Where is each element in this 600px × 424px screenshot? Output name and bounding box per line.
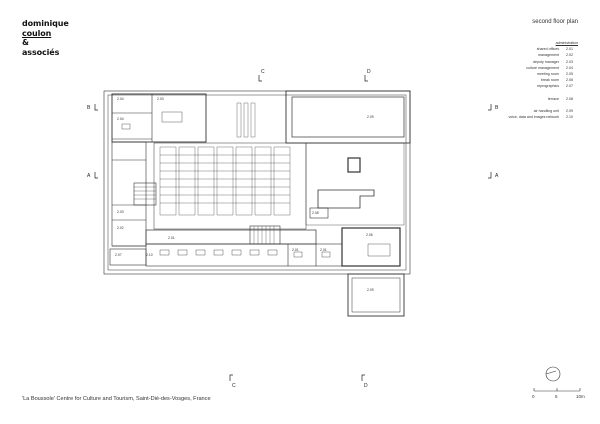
room-label: 2.09	[367, 288, 374, 292]
legend-code: 2.10	[566, 115, 573, 120]
room-label: 2.01	[320, 248, 327, 252]
room-label: 2.10	[146, 253, 153, 257]
legend-row: air handling unit 2.09	[500, 108, 578, 114]
legend-heading: administration	[555, 41, 578, 45]
legend-code: 2.01	[566, 47, 573, 52]
legend-code: 2.02	[566, 53, 573, 58]
section-marker-d-bottom: D	[364, 383, 368, 389]
legend-label: voice, data and images network	[508, 115, 559, 120]
scale-tick-0: 0	[532, 394, 535, 399]
auditorium-void	[153, 142, 307, 230]
legend-code: 2.08	[566, 96, 573, 101]
section-marker-a-left: A	[87, 173, 91, 179]
office-block-top	[111, 93, 207, 143]
scale-tick-5: 5	[555, 394, 558, 399]
legend-label: management	[538, 53, 559, 58]
logo-line-1: dominique	[22, 19, 69, 28]
legend-code: 2.06	[566, 78, 573, 83]
break-room	[341, 227, 401, 267]
reprographics-room	[109, 248, 147, 266]
logo-line-2: coulon	[22, 28, 52, 38]
room-label: 2.01	[292, 248, 299, 252]
section-marker-b-right: B	[495, 105, 499, 111]
legend-code: 2.07	[566, 84, 573, 89]
section-marker-a-right: A	[495, 173, 499, 179]
section-marker-c-bottom: C	[232, 383, 236, 389]
legend-label: deputy manager	[533, 59, 559, 64]
legend-code: 2.05	[566, 72, 573, 77]
scale-bar	[533, 388, 581, 392]
room-label: 2.07	[115, 253, 122, 257]
legend-code: 2.04	[566, 65, 573, 70]
terrace-planter	[317, 189, 375, 209]
room-label: 2.02	[117, 226, 124, 230]
legend-label: shared offices	[536, 47, 559, 52]
room-label: 2.01	[168, 236, 175, 240]
legend-label: break room	[540, 78, 559, 83]
legend-label: meeting room	[537, 72, 559, 77]
tower-outline	[285, 90, 411, 144]
legend-label: reprographics	[537, 84, 559, 89]
terrace-box	[309, 207, 329, 219]
legend-row: meeting room 2.05	[500, 71, 578, 77]
legend-label: terrace	[547, 96, 559, 101]
air-handling-room	[291, 96, 405, 138]
legend-row: reprographics 2.07	[500, 83, 578, 89]
legend-label: air handling unit	[533, 108, 559, 113]
lift-core	[347, 157, 361, 173]
company-logo: dominique coulon & associés	[22, 19, 69, 57]
legend-row: management 2.02	[500, 52, 578, 58]
room-label: 2.04	[117, 117, 124, 121]
project-caption: 'La Boussole' Centre for Culture and Tou…	[22, 396, 211, 402]
lower-projection	[347, 273, 405, 317]
section-marker-c-top: C	[261, 69, 265, 75]
office-column	[111, 141, 147, 247]
legend-row-terrace: terrace 2.08	[500, 96, 578, 102]
auditorium-seating	[159, 146, 291, 216]
room-label: 2.03	[157, 97, 164, 101]
logo-line-4: associés	[22, 47, 60, 57]
central-stair	[249, 225, 281, 245]
room-label: 2.06	[366, 233, 373, 237]
room-label: 2.08	[312, 211, 319, 215]
legend-row: voice, data and images network 2.10	[500, 114, 578, 120]
sheet-title: second floor plan	[532, 19, 578, 25]
legend-code: 2.09	[566, 108, 573, 113]
legend-code: 2.03	[566, 59, 573, 64]
room-label: 2.03	[117, 210, 124, 214]
room-label: 2.09	[367, 115, 374, 119]
shared-offices-strip	[145, 243, 343, 267]
legend-row: culture management 2.04	[500, 65, 578, 71]
stair	[133, 182, 157, 206]
room-legend: administration shared offices 2.01 manage…	[500, 40, 578, 120]
legend-row: break room 2.06	[500, 77, 578, 83]
section-marker-d-top: D	[367, 69, 371, 75]
building-inner-wall	[107, 94, 407, 271]
logo-line-3: &	[22, 38, 29, 47]
room-label: 2.04	[117, 97, 124, 101]
legend-row: shared offices 2.01	[500, 46, 578, 52]
section-marker-b-left: B	[87, 105, 91, 111]
terrace	[305, 142, 405, 226]
north-arrow-icon	[545, 366, 561, 382]
legend-row: deputy manager 2.03	[500, 59, 578, 65]
scale-tick-10: 10m	[576, 394, 585, 399]
desks	[121, 111, 391, 258]
building-outline	[103, 90, 411, 275]
legend-label: culture management	[526, 65, 559, 70]
